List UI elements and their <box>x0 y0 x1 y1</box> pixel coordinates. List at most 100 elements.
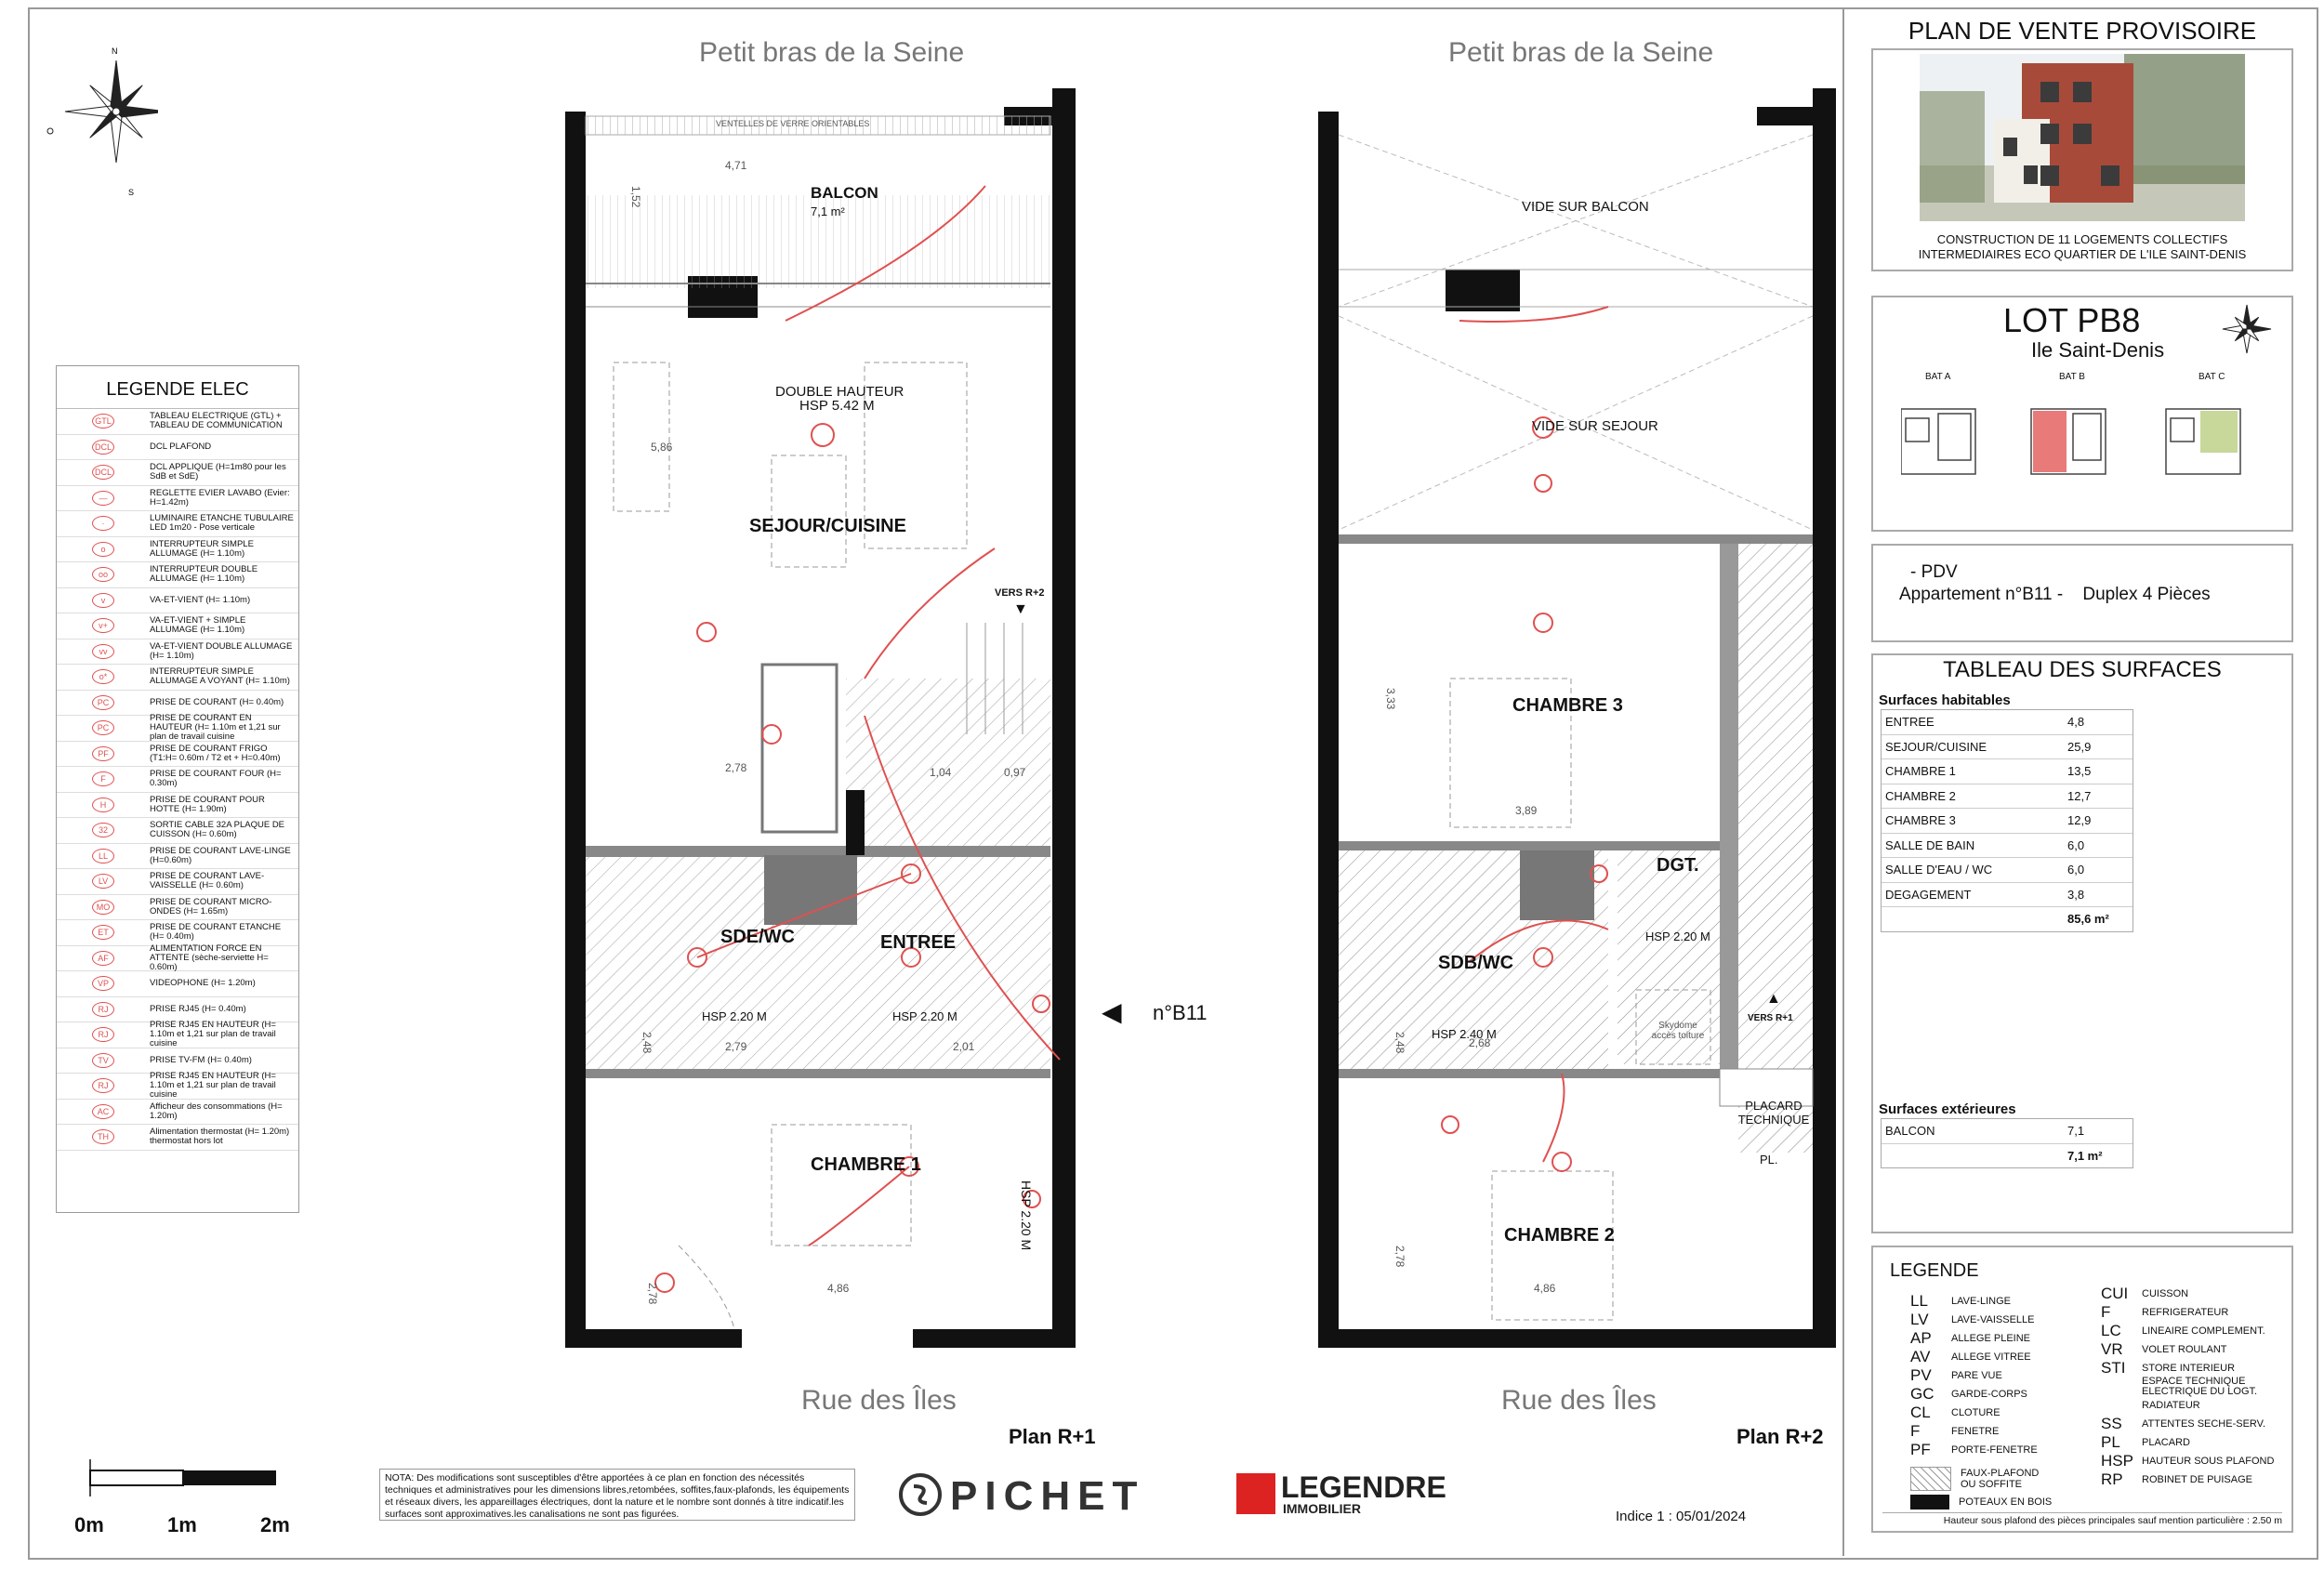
scale-label-2: 2m <box>260 1513 290 1536</box>
legend-elec-text: Afficheur des consommations (H= 1.20m) <box>150 1101 283 1121</box>
legend-elec-item: GTL TABLEAU ELECTRIQUE (GTL) + TABLEAU DE… <box>57 409 298 435</box>
habitables-total-row: 85,6 m² <box>1882 907 2133 931</box>
legend-elec-symbol: o* <box>57 669 150 685</box>
surface-value: 25,9 <box>2067 739 2092 754</box>
legend-abbr: HSP <box>2101 1452 2133 1470</box>
pdv-box: - PDV Appartement n°B11 - Duplex 4 Pièce… <box>1871 544 2293 642</box>
bat-b-label: BAT B <box>2059 372 2085 382</box>
legend-elec-list: GTL TABLEAU ELECTRIQUE (GTL) + TABLEAU DE… <box>57 409 298 1151</box>
room-chambre2: CHAMBRE 2 <box>1504 1225 1615 1246</box>
header-title: PLAN DE VENTE PROVISOIRE <box>1908 17 2257 45</box>
legend-desc: ROBINET DE PUISAGE <box>2142 1473 2252 1485</box>
legend-elec-symbol: — <box>57 490 150 506</box>
entrance-arrow-icon: ◀ <box>1102 997 1122 1026</box>
dim-label: 4,86 <box>827 1282 850 1295</box>
vide-balcon-label: VIDE SUR BALCON <box>1522 199 1649 215</box>
legend-abbr: VR <box>2101 1340 2123 1358</box>
legend-elec-text: DCL APPLIQUE (H=1m80 pour les SdB et SdE… <box>150 462 286 482</box>
hsp-sdb: HSP 2.40 M <box>1432 1027 1497 1041</box>
legend-desc: HAUTEUR SOUS PLAFOND <box>2142 1455 2275 1467</box>
room-balcon: BALCON <box>811 184 878 202</box>
exterieures-total-row: 7,1 m² <box>1882 1144 2133 1168</box>
lot-subtitle: Ile Saint-Denis <box>2031 338 2165 362</box>
dim-label: 0,97 <box>1004 766 1026 779</box>
legend-elec-item: AC Afficheur des consommations (H= 1.20m) <box>57 1100 298 1125</box>
legend-desc: STORE INTERIEUR <box>2142 1362 2236 1374</box>
lot-box: LOT PB8 Ile Saint-Denis BAT A BAT B BAT … <box>1871 296 2293 532</box>
dim-label: 5,86 <box>651 441 673 454</box>
legend-elec-symbol: GTL <box>57 414 150 429</box>
legend-elec-text: VIDEOPHONE (H= 1.20m) <box>150 978 256 989</box>
legend-desc: ESPACE TECHNIQUE ELECTRIQUE DU LOGT. <box>2142 1376 2258 1397</box>
dim-label: 4,71 <box>725 159 747 172</box>
legend-elec-text: INTERRUPTEUR SIMPLE ALLUMAGE A VOYANT (H… <box>150 666 290 687</box>
scale-bar <box>89 1459 276 1496</box>
habitables-total: 85,6 m² <box>2067 912 2109 927</box>
electric-symbol-icon: AC <box>92 1103 114 1119</box>
lot-compass-icon <box>2222 304 2272 354</box>
electric-symbol-icon: v+ <box>92 618 114 634</box>
surface-value: 4,8 <box>2067 715 2085 730</box>
legend-elec-text: TABLEAU ELECTRIQUE (GTL) + TABLEAU DE CO… <box>150 411 283 431</box>
electric-symbol-icon: AF <box>92 950 114 966</box>
electric-symbol-icon: · <box>92 516 114 532</box>
hsp-entree: HSP 2.20 M <box>892 1009 957 1023</box>
legend-elec-symbol: PC <box>57 720 150 736</box>
dim-label: 1,04 <box>930 766 952 779</box>
indice-label: Indice 1 : 05/01/2024 <box>1616 1509 1747 1524</box>
legend-poteaux-desc: POTEAUX EN BOIS <box>1959 1496 2053 1508</box>
placard-label: PL. <box>1760 1153 1778 1167</box>
legend-desc: CUISSON <box>2142 1287 2189 1299</box>
river-label-right: Petit bras de la Seine <box>1448 37 1714 68</box>
legend-desc: REFRIGERATEUR <box>2142 1306 2229 1318</box>
stairs-down-label: VERS R+1 <box>1748 1013 1793 1023</box>
svg-text:N: N <box>112 46 118 56</box>
dim-label: 2,01 <box>953 1040 975 1053</box>
dim-label: 3,33 <box>1384 688 1397 710</box>
electric-symbol-icon: o* <box>92 669 114 685</box>
pdv-line2: Appartement n°B11 - Duplex 4 Pièces <box>1899 585 2211 604</box>
legend-abbr: GC <box>1910 1385 1934 1403</box>
surfaces-title: TABLEAU DES SURFACES <box>1943 657 2222 682</box>
room-sde-wc: SDE/WC <box>720 927 795 947</box>
room-chambre3: CHAMBRE 3 <box>1512 695 1623 716</box>
electric-symbol-icon: 32 <box>92 823 114 838</box>
electric-symbol-icon: PF <box>92 745 114 761</box>
electric-symbol-icon: GTL <box>92 414 114 429</box>
dim-label: 2,78 <box>725 761 747 774</box>
dim-label: 2,79 <box>725 1040 747 1053</box>
scale-label-1: 1m <box>167 1513 197 1536</box>
electric-symbol-icon: RJ <box>92 1027 114 1043</box>
hsp-dgt: HSP 2.20 M <box>1645 929 1710 943</box>
legend-elec-symbol: vv <box>57 643 150 659</box>
legend-desc: GARDE-CORPS <box>1951 1388 2027 1400</box>
balcony-louvres-label: VENTELLES DE VERRE ORIENTABLES <box>716 119 869 128</box>
surface-value: 6,0 <box>2067 863 2085 877</box>
street-label-right: Rue des Îles <box>1501 1385 1657 1416</box>
legend-elec-symbol: PC <box>57 694 150 710</box>
legend-elec-symbol: MO <box>57 899 150 915</box>
legend-elec-text: VA-ET-VIENT + SIMPLE ALLUMAGE (H= 1.10m) <box>150 615 246 636</box>
plan-r1-title: Plan R+1 <box>1009 1425 1096 1448</box>
legend-title: LEGENDE <box>1890 1260 1979 1281</box>
legend-abbr: PF <box>1910 1441 1931 1458</box>
room-entree: ENTREE <box>880 932 957 953</box>
electric-symbol-icon: PC <box>92 694 114 710</box>
dim-label: 2,78 <box>646 1283 659 1305</box>
legend-desc: ALLEGE VITREE <box>1951 1351 2031 1363</box>
legend-elec-symbol: oo <box>57 567 150 583</box>
legend-elec-symbol: LV <box>57 874 150 890</box>
